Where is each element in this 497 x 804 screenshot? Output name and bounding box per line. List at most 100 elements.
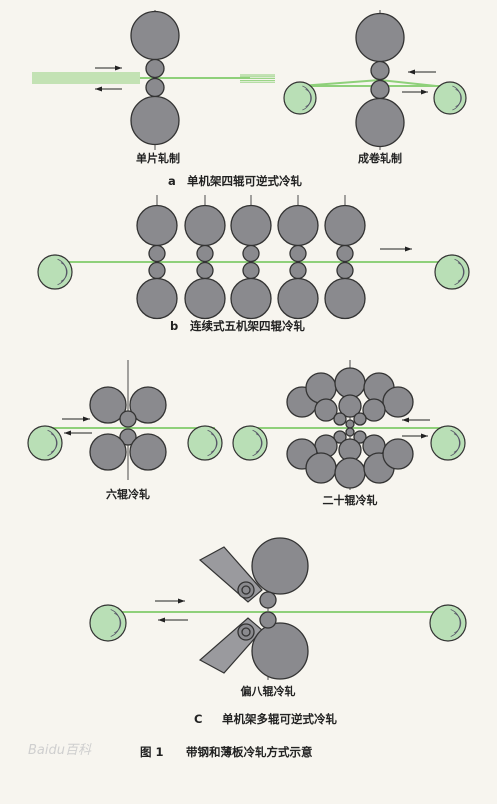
- backup-roll: [305, 452, 337, 484]
- work-roll-bottom: [345, 427, 355, 437]
- coil-wrap-line: [452, 85, 462, 111]
- label-twenty-high: 二十辊冷轧: [323, 493, 378, 507]
- arrow-head: [405, 246, 412, 252]
- backup-roll-top: [355, 12, 405, 63]
- side-roll-top-hub: [241, 585, 251, 595]
- coil-wrap-line: [457, 262, 465, 282]
- work-roll-bottom: [242, 261, 260, 280]
- work-roll-top: [242, 244, 260, 263]
- intermediate-roll: [314, 398, 338, 422]
- work-roll-bottom: [119, 428, 137, 446]
- six-high-mill: [27, 360, 223, 480]
- strip-line: [299, 79, 381, 87]
- work-roll-bottom: [148, 261, 166, 280]
- backup-roll-bottom: [230, 277, 272, 320]
- backup-roll-top: [277, 204, 319, 247]
- work-roll-bottom: [196, 261, 214, 280]
- work-roll-top: [145, 58, 165, 79]
- coil-wrap-line: [302, 85, 312, 111]
- coil-wrap-line: [210, 433, 218, 453]
- label-single-sheet: 单片轧制: [136, 151, 180, 165]
- coil-wrap-line: [450, 609, 461, 637]
- tandem-five-stand: [37, 195, 470, 320]
- arrow-head: [421, 433, 428, 439]
- label-coil: 成卷轧制: [358, 151, 402, 165]
- caption-a-letter: a: [168, 174, 176, 188]
- intermediate-roll: [353, 412, 367, 426]
- sheet-stack: [32, 72, 142, 84]
- backup-roll-bottom: [184, 277, 226, 320]
- work-roll-top: [119, 410, 137, 428]
- work-roll-bottom: [370, 79, 390, 100]
- arrow-head: [64, 430, 71, 436]
- backup-roll: [334, 457, 366, 489]
- coil-wrap-line: [454, 258, 464, 286]
- intermediate-roll: [333, 430, 347, 444]
- watermark: Baidu百科: [28, 743, 92, 758]
- work-roll-bottom: [259, 611, 277, 629]
- work-roll-top: [336, 244, 354, 263]
- caption-c-letter: C: [194, 712, 202, 726]
- backup-roll-top: [130, 10, 180, 61]
- work-roll-bottom: [145, 77, 165, 98]
- coil-wrap-line: [47, 429, 57, 457]
- backup-roll-top: [230, 204, 272, 247]
- caption-b-letter: b: [170, 319, 178, 333]
- backup-roll-top: [251, 537, 309, 595]
- backup-roll: [89, 433, 127, 471]
- arrow-head: [402, 417, 409, 423]
- coil-wrap-line: [60, 262, 68, 282]
- arrow-head: [83, 416, 90, 422]
- backup-roll: [129, 386, 167, 424]
- intermediate-roll: [362, 398, 386, 422]
- arrow-head: [421, 89, 428, 95]
- coil-wrap-line: [50, 433, 58, 453]
- backup-roll: [129, 433, 167, 471]
- coil-wrap-line: [454, 612, 462, 634]
- coil-wrap-line: [453, 433, 461, 453]
- coil-wrap-line: [450, 429, 460, 457]
- four-high-coil: [240, 10, 467, 150]
- backup-roll-top: [324, 204, 366, 247]
- caption-a: 单机架四辊可逆式冷轧: [187, 174, 302, 188]
- backup-roll: [305, 372, 337, 404]
- work-roll-top: [259, 591, 277, 609]
- coil-wrap-line: [114, 612, 122, 634]
- backup-roll: [382, 438, 414, 470]
- arrow-head: [115, 65, 122, 71]
- figure-number: 图 1: [140, 745, 164, 759]
- backup-roll: [334, 367, 366, 399]
- caption-c: 单机架多辊可逆式冷轧: [222, 712, 337, 726]
- coil-wrap-line: [455, 88, 462, 108]
- coil-wrap-line: [207, 429, 217, 457]
- coil-wrap-line: [255, 433, 263, 453]
- work-roll-bottom: [336, 261, 354, 280]
- work-roll-top: [345, 419, 355, 429]
- figure-title: 带钢和薄板冷轧方式示意: [186, 745, 313, 759]
- four-high-single-sheet: [32, 10, 250, 150]
- backup-roll-bottom: [277, 277, 319, 320]
- caption-b: 连续式五机架四辊冷轧: [190, 319, 305, 333]
- coil-wrap-line: [57, 258, 67, 286]
- backup-roll-top: [184, 204, 226, 247]
- coil-wrap-line: [252, 429, 262, 457]
- offset-eight-high-mill: [89, 537, 467, 680]
- backup-roll-bottom: [324, 277, 366, 320]
- intermediate-roll: [353, 430, 367, 444]
- coil-wrap-line: [305, 88, 312, 108]
- coil-wrap-line: [110, 609, 121, 637]
- arrow-head: [95, 86, 102, 92]
- intermediate-roll: [338, 394, 362, 418]
- backup-roll-top: [136, 204, 178, 247]
- side-roll-bottom-hub: [241, 627, 251, 637]
- twenty-high-mill: [232, 360, 466, 490]
- arrow-head: [158, 617, 165, 623]
- label-six-high: 六辊冷轧: [106, 487, 150, 501]
- backup-roll-bottom: [251, 622, 309, 680]
- label-offset-eight-high: 偏八辊冷轧: [241, 684, 296, 698]
- backup-roll: [89, 386, 127, 424]
- backup-roll: [382, 386, 414, 418]
- backup-roll-bottom: [130, 95, 180, 146]
